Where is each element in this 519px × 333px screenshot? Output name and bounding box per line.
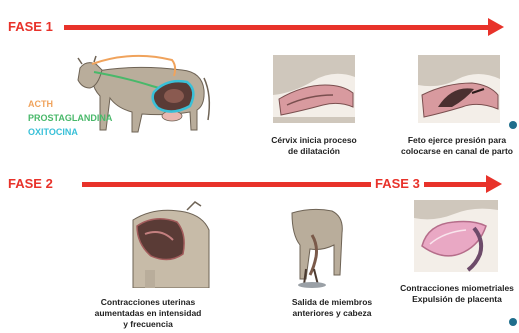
phase-3-label: FASE 3: [371, 176, 424, 191]
legend-acth: ACTH: [28, 99, 53, 109]
calf-birth-illustration: [282, 205, 356, 289]
phase-1-arrow-head: [488, 18, 504, 36]
caption-feto: Feto ejerce presión para colocarse en ca…: [397, 135, 517, 157]
caption-cervix-text: Cérvix inicia proceso de dilatación: [261, 135, 367, 157]
caption-placenta-text: Contracciones miometriales Expulsión de …: [396, 283, 518, 305]
fetus-pressure-illustration: [418, 55, 500, 123]
phase-2-arrow-line: [82, 182, 490, 187]
placenta-expulsion-illustration: [414, 200, 498, 272]
phase-1-arrow-line: [64, 25, 492, 30]
caption-contracciones: Contracciones uterinas aumentadas en int…: [86, 297, 210, 330]
bullet-dot-bottom: [509, 318, 517, 326]
uterine-contractions-illustration: [125, 200, 211, 288]
legend-prostaglandina: PROSTAGLANDINA: [28, 113, 112, 123]
caption-contracciones-text: Contracciones uterinas aumentadas en int…: [86, 297, 210, 330]
phase-2-label: FASE 2: [8, 176, 53, 191]
bullet-dot-top: [509, 121, 517, 129]
phase-2-arrow-head: [486, 175, 502, 193]
caption-feto-text: Feto ejerce presión para colocarse en ca…: [397, 135, 517, 157]
caption-salida: Salida de miembros anteriores y cabeza: [279, 297, 385, 319]
caption-cervix: Cérvix inicia proceso de dilatación: [261, 135, 367, 157]
phase-1-label: FASE 1: [8, 19, 53, 34]
caption-salida-text: Salida de miembros anteriores y cabeza: [279, 297, 385, 319]
legend-oxitocina: OXITOCINA: [28, 127, 78, 137]
caption-placenta: Contracciones miometriales Expulsión de …: [396, 283, 518, 305]
cervix-dilation-illustration: [273, 55, 355, 123]
